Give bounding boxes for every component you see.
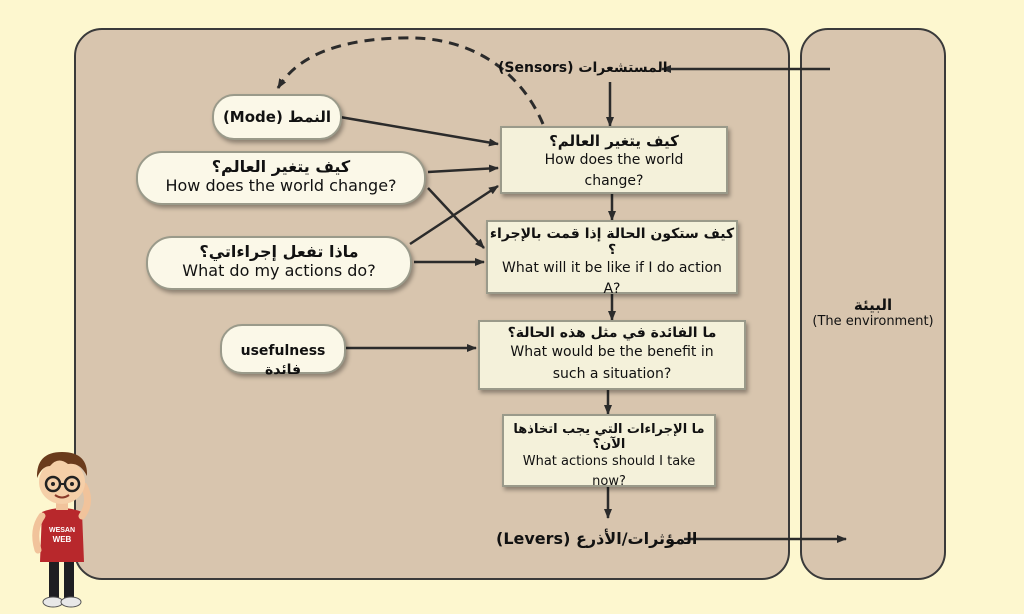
mascot-shirt-line2: WEB: [53, 535, 72, 544]
environment-ar: البيئة: [853, 296, 893, 314]
center-box-3-en: What would be the benefit in such a situ…: [510, 344, 714, 382]
arrow-world-to-box2: [427, 187, 485, 249]
actions-ar: ماذا تفعل إجراءاتي؟: [199, 242, 359, 261]
world-change-node: كيف يتغير العالم؟ How does the world cha…: [136, 151, 426, 205]
usefulness-ar: فائدة: [264, 362, 302, 378]
usefulness-en: usefulness: [240, 343, 326, 359]
world-change-ar: كيف يتغير العالم؟: [211, 157, 351, 176]
center-box-benefit: ما الفائدة في مثل هذه الحالة؟ What would…: [478, 320, 746, 390]
center-box-2-en: What will it be like if I do action A?: [502, 260, 722, 297]
center-box-actions-now: ما الإجراءات التي يجب اتخاذها الآن؟ What…: [502, 414, 716, 489]
center-box-1-en: How does the world change?: [544, 152, 684, 189]
environment-en: (The environment): [812, 314, 934, 329]
arrow-dashed-feedback: [276, 36, 545, 125]
mode-node: النمط (Mode): [212, 94, 342, 140]
center-box-world-change: كيف يتغير العالم؟ How does the world cha…: [500, 126, 728, 194]
actions-en: What do my actions do?: [182, 261, 376, 280]
levers-label: المؤثرات/الأذرع (Levers): [496, 529, 698, 548]
arrow-world-to-box1: [427, 164, 499, 174]
arrow-mode-to-box1: [339, 115, 499, 147]
world-change-en: How does the world change?: [165, 176, 397, 195]
agent-panel: [74, 28, 790, 580]
center-box-4-ar: ما الإجراءات التي يجب اتخاذها الآن؟: [513, 422, 705, 452]
center-box-4-en: What actions should I take now?: [522, 454, 696, 489]
center-box-1-ar: كيف يتغير العالم؟: [549, 132, 679, 150]
center-box-3-ar: ما الفائدة في مثل هذه الحالة؟: [507, 325, 717, 341]
center-box-2-ar: كيف ستكون الحالة إذا قمت بالإجراء ؟: [489, 226, 735, 258]
arrow-actions-to-box1: [409, 184, 499, 246]
center-box-action-result: كيف ستكون الحالة إذا قمت بالإجراء ؟ What…: [486, 220, 738, 297]
environment-label: البيئة (The environment): [800, 296, 946, 329]
environment-panel: [800, 28, 946, 580]
actions-node: ماذا تفعل إجراءاتي؟ What do my actions d…: [146, 236, 412, 290]
mascot-shirt-line1: WESAN: [49, 527, 75, 534]
sensors-label: المستشعرات (Sensors): [498, 60, 668, 76]
usefulness-node: usefulness فائدة: [220, 324, 346, 378]
mascot-illustration: WESAN WEB: [32, 452, 91, 608]
mode-text: النمط (Mode): [222, 108, 332, 126]
